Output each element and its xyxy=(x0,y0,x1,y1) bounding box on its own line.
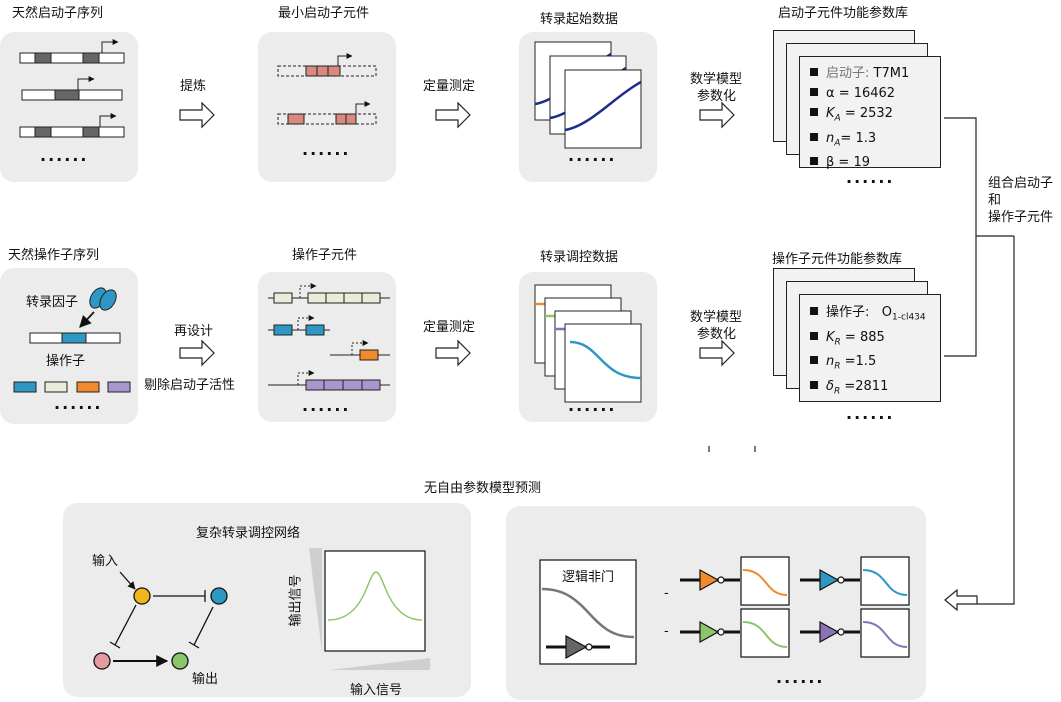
param-dr-value: =2811 xyxy=(840,378,889,394)
init-data-plots xyxy=(534,41,642,149)
promoter-library-title: 启动子元件功能参数库 xyxy=(778,6,909,21)
param-dr-sub: R xyxy=(833,386,841,397)
gates-more: ...... xyxy=(776,668,825,687)
promoter-library-more: ...... xyxy=(846,168,895,187)
network-response-plot xyxy=(309,548,430,670)
operator-library-title: 操作子元件功能参数库 xyxy=(772,252,903,267)
operator-parts-drawing xyxy=(268,283,390,391)
network-input-label: 输入 xyxy=(92,554,119,569)
param-nr-value: =1.5 xyxy=(840,354,877,370)
combine-connector xyxy=(708,117,1015,605)
arrow-measure-label-top: 定量测定 xyxy=(423,79,476,94)
combine-line1: 组合启动子 xyxy=(988,176,1054,191)
natural-promoter-more: ...... xyxy=(40,146,89,165)
param-kr-sub: R xyxy=(834,337,841,348)
prediction-title: 无自由参数模型预测 xyxy=(424,481,542,496)
natural-promoter-seqs xyxy=(19,39,125,138)
param-dr-symbol: δ xyxy=(826,378,834,394)
arrow-model-label-top-1: 数学模型 xyxy=(690,72,743,87)
param-nr-symbol: n xyxy=(826,354,835,370)
param-nr-sub: R xyxy=(834,361,841,372)
init-data-title: 转录起始数据 xyxy=(540,12,619,27)
operator-library-params: 操作子: O1-cl434 KR = 885 nR =1.5 δR =2811 xyxy=(810,303,926,401)
gate-dash-2: - xyxy=(664,624,669,639)
promoter-key: 启动子: xyxy=(826,66,870,81)
promoter-name: T7M1 xyxy=(873,66,910,81)
not-gates-drawing xyxy=(539,556,910,665)
param-kr-value: = 885 xyxy=(840,329,885,345)
arrow-model-label-top-2: 参数化 xyxy=(697,89,737,104)
not-gate-title: 逻辑非门 xyxy=(562,570,615,585)
combine-line3: 操作子元件 xyxy=(988,210,1054,225)
param-na-sub: A xyxy=(834,138,841,149)
combine-line2: 和 xyxy=(988,193,1002,208)
operator-key: 操作子: xyxy=(826,305,870,320)
init-data-more: ...... xyxy=(568,146,617,165)
network-output-label: 输出 xyxy=(192,672,219,687)
minimal-promoter-title: 最小启动子元件 xyxy=(278,6,370,21)
reg-data-plots xyxy=(534,284,642,403)
gate-dash-1: - xyxy=(664,586,669,601)
param-alpha: α = 16462 xyxy=(826,86,896,101)
natural-operator-more: ...... xyxy=(54,394,103,413)
natural-promoter-title: 天然启动子序列 xyxy=(12,6,104,21)
minimal-promoter-parts xyxy=(277,53,377,125)
hollow-arrows xyxy=(179,101,978,612)
param-ka-value: = 2532 xyxy=(840,106,893,121)
minimal-promoter-panel xyxy=(258,32,396,182)
tf-label: 转录因子 xyxy=(26,295,79,310)
minimal-promoter-more: ...... xyxy=(302,140,351,159)
reg-data-more: ...... xyxy=(568,396,617,415)
arrow-redesign-label-2: 剔除启动子活性 xyxy=(144,378,236,393)
arrow-model-label-mid-2: 参数化 xyxy=(697,327,737,342)
operator-library-card-front xyxy=(799,294,941,402)
param-na-value: = 1.3 xyxy=(840,130,877,146)
arrow-distill-label: 提炼 xyxy=(180,79,207,94)
operator-library-more: ...... xyxy=(846,404,895,423)
reg-data-title: 转录调控数据 xyxy=(540,250,619,265)
promoter-library-card-front xyxy=(799,56,941,168)
operator-label: 操作子 xyxy=(46,354,86,369)
promoter-library-params: 启动子: T7M1 α = 16462 KA = 2532 nA= 1.3 β … xyxy=(810,64,909,173)
param-ka-sub: A xyxy=(834,113,841,124)
arrow-measure-label-mid: 定量测定 xyxy=(423,320,476,335)
param-ka-symbol: K xyxy=(826,106,835,121)
operator-parts-title: 操作子元件 xyxy=(292,248,358,263)
arrow-redesign-label-1: 再设计 xyxy=(174,324,214,339)
network-x-axis-label: 输入信号 xyxy=(350,683,403,698)
param-na-symbol: n xyxy=(826,130,835,146)
natural-operator-title: 天然操作子序列 xyxy=(8,248,100,263)
network-title: 复杂转录调控网络 xyxy=(196,526,301,541)
param-beta: β = 19 xyxy=(826,155,870,171)
operator-parts-more: ...... xyxy=(302,396,351,415)
network-y-axis-label: 输出信号 xyxy=(288,574,304,627)
operator-name: O xyxy=(881,305,893,320)
operator-name-sub: 1-cl434 xyxy=(892,312,926,323)
arrow-model-label-mid-1: 数学模型 xyxy=(690,310,743,325)
natural-operator-drawing xyxy=(13,287,131,393)
network-drawing xyxy=(93,571,228,670)
param-kr-symbol: K xyxy=(826,329,835,345)
